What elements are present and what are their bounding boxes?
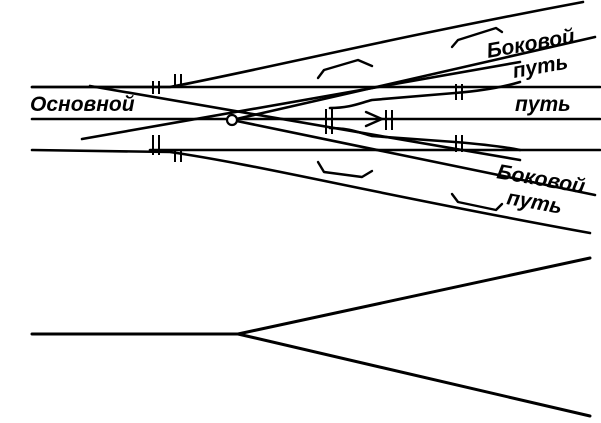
- detailed-turnout: Основной путь Боковой путь Боковой путь: [30, 0, 601, 235]
- joint: [174, 150, 182, 162]
- upper-stock-rail: [30, 0, 585, 89]
- guard-rail-upper-inner: [316, 58, 374, 80]
- frog-point-marker: [225, 113, 239, 127]
- rail-joints: [152, 74, 463, 162]
- schematic-lower-branch: [236, 332, 592, 418]
- schematic-turnout: [30, 256, 592, 418]
- joint: [455, 84, 463, 100]
- guard-rail-upper-outer: [450, 26, 504, 49]
- joint: [325, 109, 333, 134]
- joint: [152, 81, 160, 94]
- upper-side-inner-rail: [230, 35, 597, 122]
- guard-rail-lower-inner: [316, 160, 374, 179]
- joint: [455, 135, 463, 152]
- upper-switch-blade: [88, 84, 522, 162]
- label-main-track-way: путь: [515, 93, 571, 116]
- schematic-upper-branch: [236, 256, 592, 336]
- joint: [152, 135, 160, 155]
- joint: [174, 74, 182, 88]
- joint: [385, 110, 393, 130]
- lower-switch-blade: [80, 60, 522, 141]
- frog-wing-rail: [364, 110, 384, 128]
- lower-stock-rail: [30, 148, 592, 235]
- label-main-track: Основной: [30, 93, 135, 116]
- lower-side-inner-rail: [230, 118, 597, 197]
- guard-rail-lower-outer: [450, 192, 504, 212]
